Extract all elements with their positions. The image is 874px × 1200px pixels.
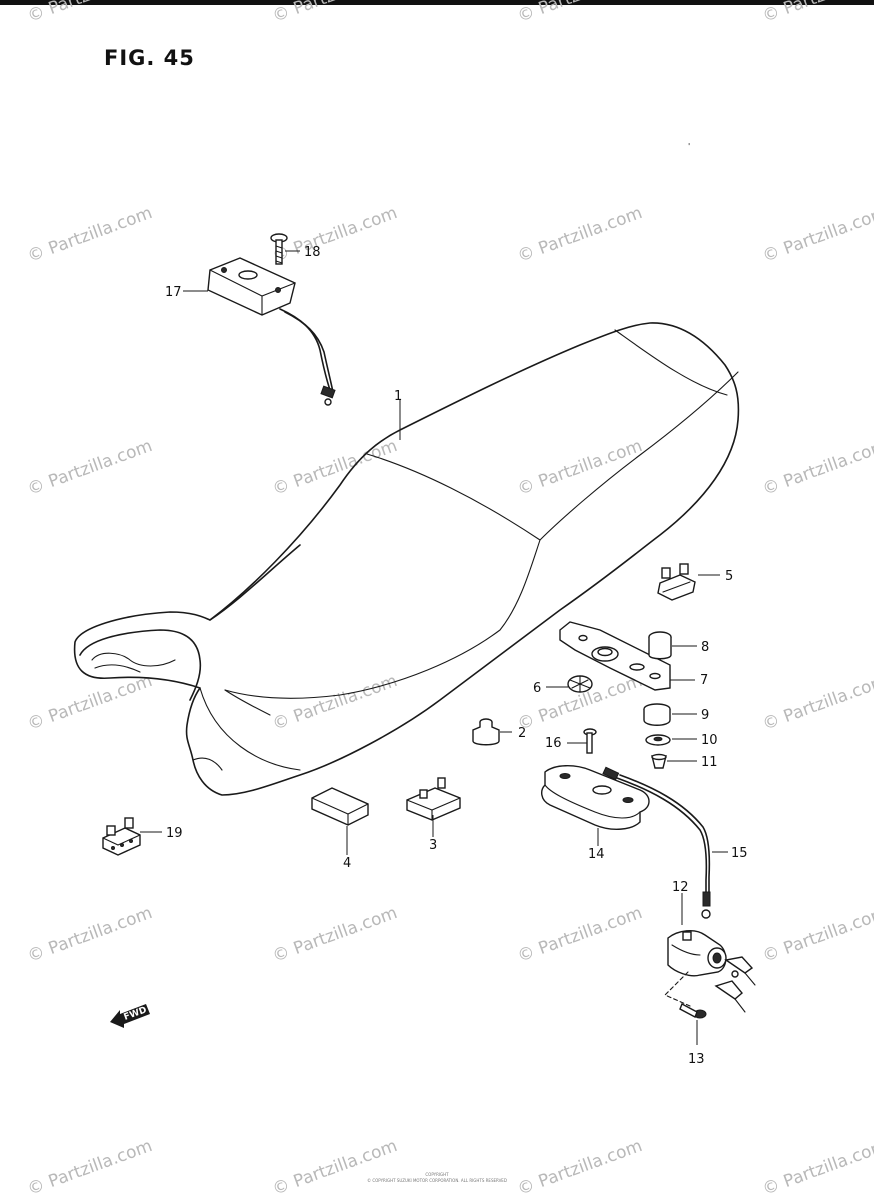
- bracket-part-19[interactable]: [102, 817, 141, 856]
- bolt-part-16[interactable]: [583, 728, 597, 754]
- stopper-part-2[interactable]: [472, 718, 500, 746]
- bracket-part-3[interactable]: [406, 777, 461, 821]
- callout-9: 9: [701, 708, 709, 723]
- seat-lock-part-12[interactable]: [664, 930, 756, 1013]
- screw-part-18[interactable]: [270, 233, 288, 265]
- callout-5: 5: [725, 569, 733, 584]
- callout-10: 10: [701, 733, 718, 748]
- callout-2: 2: [518, 726, 526, 741]
- watermark-text: © Partzilla.com: [515, 0, 645, 27]
- callout-15: 15: [731, 846, 748, 861]
- screw-part-13[interactable]: [679, 1003, 707, 1019]
- watermark-text: © Partzilla.com: [25, 671, 155, 735]
- watermark-text: © Partzilla.com: [760, 1136, 874, 1200]
- cushion-part-8[interactable]: [648, 631, 672, 660]
- cushion-part-9[interactable]: [643, 703, 671, 726]
- callout-8: 8: [701, 640, 709, 655]
- leader-lines: [140, 250, 728, 1045]
- callout-14: 14: [588, 847, 605, 862]
- watermark-text: © Partzilla.com: [270, 0, 400, 27]
- watermark-text: © Partzilla.com: [25, 203, 155, 267]
- callout-7: 7: [700, 673, 708, 688]
- callout-11: 11: [701, 755, 718, 770]
- watermark-layer: © Partzilla.com © Partzilla.com © Partzill…: [25, 0, 874, 1200]
- callout-1: 1: [394, 389, 402, 404]
- watermark-text: © Partzilla.com: [515, 1136, 645, 1200]
- watermark-text: © Partzilla.com: [515, 203, 645, 267]
- callout-labels: 1 2 3 4 5 6 7 8 9 10 11 12 13 14 15 16 1…: [165, 245, 748, 1067]
- watermark-text: © Partzilla.com: [25, 0, 155, 27]
- callout-4: 4: [343, 856, 351, 871]
- seat-part-1[interactable]: [73, 322, 740, 796]
- nut-part-11[interactable]: [651, 753, 667, 769]
- sensor-box-part-17[interactable]: [207, 257, 336, 406]
- footer-line-2: © COPYRIGHT SUZUKI MOTOR CORPORATION. AL…: [367, 1178, 507, 1183]
- cable-part-15[interactable]: [602, 766, 711, 919]
- callout-6: 6: [533, 681, 541, 696]
- footer-line-1: COPYRIGHT: [425, 1172, 449, 1177]
- watermark-text: © Partzilla.com: [760, 671, 874, 735]
- callout-13: 13: [688, 1052, 705, 1067]
- watermark-text: © Partzilla.com: [760, 0, 874, 27]
- callout-18: 18: [304, 245, 321, 260]
- watermark-text: © Partzilla.com: [515, 436, 645, 500]
- watermark-text: © Partzilla.com: [25, 436, 155, 500]
- watermark-text: © Partzilla.com: [25, 903, 155, 967]
- watermark-text: © Partzilla.com: [270, 903, 400, 967]
- stray-mark: ': [688, 142, 690, 151]
- callout-16: 16: [545, 736, 562, 751]
- figure-title: FIG. 45: [104, 46, 195, 70]
- fwd-label: FWD: [123, 1005, 149, 1022]
- watermark-text: © Partzilla.com: [515, 903, 645, 967]
- watermark-text: © Partzilla.com: [760, 436, 874, 500]
- forward-direction-arrow: FWD: [110, 1004, 150, 1028]
- watermark-text: © Partzilla.com: [270, 1136, 400, 1200]
- watermark-text: © Partzilla.com: [270, 671, 400, 735]
- lock-bracket-part-14[interactable]: [541, 765, 650, 830]
- pad-part-4[interactable]: [311, 787, 369, 826]
- watermark-text: © Partzilla.com: [25, 1136, 155, 1200]
- watermark-text: © Partzilla.com: [270, 436, 400, 500]
- watermark-text: © Partzilla.com: [270, 203, 400, 267]
- watermark-text: © Partzilla.com: [760, 903, 874, 967]
- plate-part-7[interactable]: [559, 621, 671, 691]
- washer-part-10[interactable]: [645, 734, 671, 746]
- damper-part-6[interactable]: [567, 675, 593, 693]
- bracket-part-5[interactable]: [657, 563, 696, 601]
- top-border: [0, 0, 874, 5]
- callout-12: 12: [672, 880, 689, 895]
- watermark-text: © Partzilla.com: [760, 203, 874, 267]
- callout-17: 17: [165, 285, 182, 300]
- callout-19: 19: [166, 826, 183, 841]
- copyright-footer: COPYRIGHT © COPYRIGHT SUZUKI MOTOR CORPO…: [0, 1172, 874, 1184]
- callout-3: 3: [429, 838, 437, 853]
